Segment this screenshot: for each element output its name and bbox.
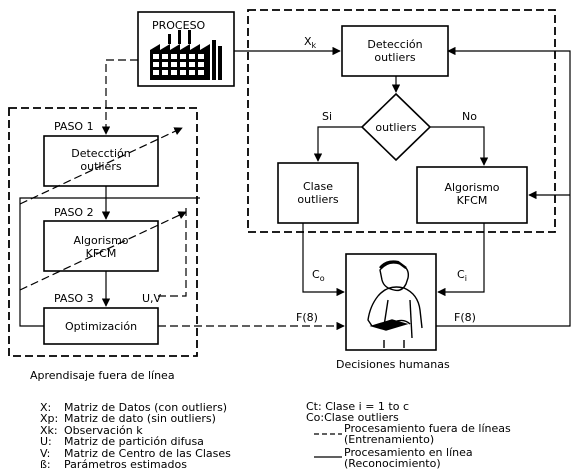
xk-label: Xk: [304, 35, 316, 52]
co-sub: o: [319, 274, 325, 284]
step2-line1: Algorismo: [73, 234, 129, 247]
class-outliers-text: Clase outliers: [278, 180, 358, 206]
step1-text: Detecctión outliers: [44, 147, 158, 173]
co-arrow: [302, 223, 345, 297]
legend-left-key: Xp:: [40, 412, 59, 426]
legend-solid-text: Procesamiento en línea (Reconocimiento): [344, 447, 473, 470]
legend-dashed-line2: (Entrenamiento): [344, 433, 435, 447]
step2-label: PASO 2: [54, 206, 94, 219]
offline-frame: [8, 107, 198, 357]
step3-to-kfcm: [158, 204, 187, 297]
offline-caption: Aprendisaje fuera de línea: [30, 369, 175, 382]
human-caption: Decisiones humanas: [336, 358, 450, 371]
step3-text: Optimización: [64, 320, 138, 333]
step2-box: [43, 220, 159, 272]
online-kfcm-line1: Algorismo: [444, 181, 500, 194]
co-label: Co: [312, 268, 325, 285]
legend-dashed-text: Procesamiento fuera de líneas (Entrenami…: [344, 423, 511, 446]
legend-left-text: Matriz de dato (sin outliers): [64, 412, 216, 426]
ci-arrow: [437, 223, 485, 297]
legend-co: Co:Clase outliers: [306, 411, 399, 424]
online-kfcm-text: Algorismo KFCM: [417, 181, 527, 207]
legend-left-text: Matriz de Centro de las Clases: [64, 446, 231, 460]
legend-left-text: Observación k: [64, 423, 143, 437]
step1-line2: outliers: [80, 160, 122, 173]
legend-left-row: X: Matriz de Datos (con outliers): [40, 401, 231, 414]
legend-left-text: Matriz de Datos (con outliers): [64, 401, 228, 414]
legend-left-key: X:: [40, 401, 52, 414]
xk-main: X: [304, 35, 312, 48]
legend-left-key: U:: [40, 435, 52, 449]
process-to-offline: [101, 59, 138, 135]
legend-left-row: Xp: Matriz de dato (sin outliers): [40, 412, 231, 426]
yes-label: Si: [322, 110, 333, 123]
no-branch: [430, 126, 489, 166]
step1-diagonal: [19, 127, 183, 205]
step1-label: PASO 1: [54, 120, 94, 133]
step1-box: [43, 135, 159, 187]
step2-text: Algorismo KFCM: [44, 234, 158, 260]
legend-left-key: V:: [40, 446, 51, 460]
step3-feedback: [19, 197, 200, 327]
outliers-decision-diamond: [360, 92, 432, 162]
class-outliers-line1: Clase: [303, 180, 333, 193]
legend-dashed-line1: Procesamiento fuera de líneas: [344, 422, 511, 435]
process-label: PROCESO: [152, 19, 206, 32]
legend-left: X: Matriz de Datos (con outliers) Xp: Matr…: [40, 401, 231, 472]
legend-left-row: ß: Parámetros estimados: [40, 458, 231, 472]
step2-line2: KFCM: [85, 247, 117, 260]
no-label: No: [462, 110, 477, 123]
online-detection-line2: outliers: [374, 51, 416, 64]
step3-label: PASO 3: [54, 292, 94, 305]
class-outliers-line2: outliers: [297, 193, 339, 206]
f-right-label: F(8): [454, 311, 476, 324]
legend-ct: Ct: Clase i = 1 to c: [306, 400, 410, 413]
online-detection-line1: Detección: [367, 38, 423, 51]
online-detection-text: Detección outliers: [342, 38, 448, 64]
legend-solid-line2: (Reconocimiento): [344, 457, 441, 471]
ci-main: C: [457, 268, 465, 281]
legend-left-row: Xk: Observación k: [40, 423, 231, 437]
online-kfcm-box: [416, 166, 528, 224]
ci-label: Ci: [457, 268, 467, 285]
step1-line1: Detecctión: [71, 147, 131, 160]
legend-left-key: Xk:: [40, 423, 58, 437]
decision-label: outliers: [375, 121, 417, 134]
legend-left-row: U: Matriz de partición difusa: [40, 435, 231, 449]
f-right-feedback: [436, 46, 571, 327]
legend-left-text: Matriz de partición difusa: [64, 435, 204, 449]
online-kfcm-line2: KFCM: [456, 194, 488, 207]
step2-diagonal: [19, 211, 187, 291]
yes-branch: [313, 126, 362, 162]
legend-solid-line1: Procesamiento en línea: [344, 446, 473, 459]
legend-left-key: ß:: [40, 458, 51, 472]
factory-icon: [150, 30, 222, 80]
step3-output-label: U,V: [142, 292, 162, 305]
person-icon: [367, 260, 423, 348]
xk-sub: k: [311, 41, 317, 51]
f-left-label: F(8): [296, 311, 318, 324]
ci-sub: i: [464, 274, 467, 284]
class-outliers-box: [277, 162, 359, 224]
legend-left-text: Parámetros estimados: [64, 458, 187, 472]
co-main: C: [312, 268, 320, 281]
legend-left-row: V: Matriz de Centro de las Clases: [40, 446, 231, 460]
